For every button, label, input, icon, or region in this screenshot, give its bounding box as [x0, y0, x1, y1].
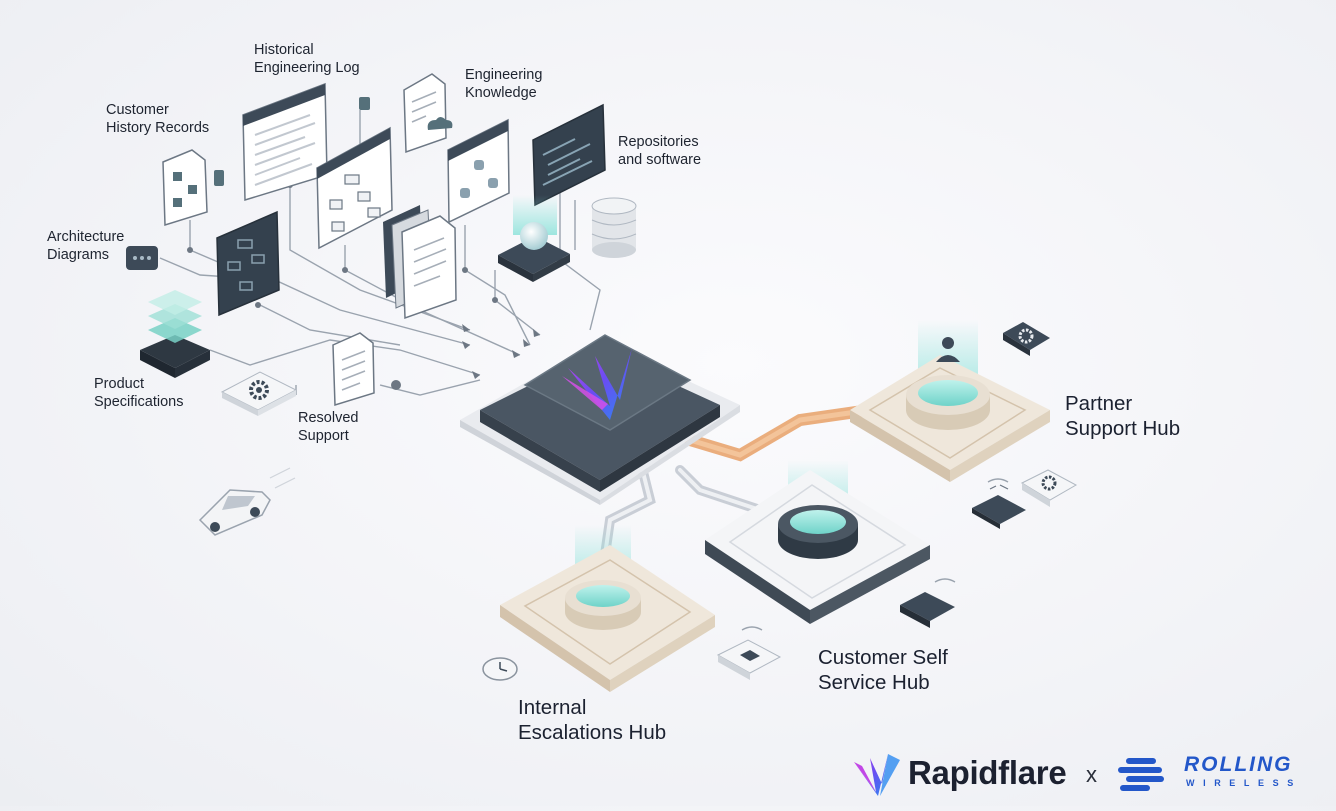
architecture-chip [126, 246, 158, 270]
partner-support-hub-platform [850, 320, 1050, 482]
rapidflare-logo-icon [854, 754, 900, 796]
settings-module [1020, 469, 1078, 507]
rolling-wireless-logo-icon [1118, 758, 1164, 791]
wifi-icon [741, 626, 763, 631]
internal-escalations-hub-platform [500, 525, 715, 692]
product-spec-layer-stack [140, 290, 210, 378]
gear-icon [1041, 475, 1057, 491]
gear-icon [249, 380, 269, 400]
database-icon [591, 197, 637, 258]
label-partner-support-hub: Partner Support Hub [1065, 392, 1181, 440]
customer-self-service-hub-platform [705, 460, 930, 624]
engineering-log-window [242, 82, 328, 202]
wireless-wordmark: WIRELESS [1186, 778, 1302, 788]
label-internal-escalations-hub: Internal Escalations Hub [518, 696, 667, 744]
wifi-icon [934, 578, 956, 583]
central-rapidflare-hub [460, 334, 740, 505]
label-customer-history-records: Customer History Records [106, 102, 210, 136]
flowchart-window [316, 126, 393, 250]
label-repositories-and-software: Repositories and software [618, 134, 702, 168]
connector-arrowheads [462, 324, 540, 379]
cloud-icon [427, 117, 453, 130]
rapidflare-wordmark: Rapidflare [908, 754, 1067, 791]
code-window [532, 103, 606, 207]
document-folder-stack [383, 205, 457, 320]
customer-history-document [162, 149, 224, 227]
rolling-wordmark: ROLLING [1184, 753, 1293, 776]
gear-icon [1018, 328, 1034, 344]
label-resolved-support: Resolved Support [298, 410, 359, 444]
label-engineering-knowledge: Engineering Knowledge [465, 67, 543, 101]
gear-tile [1003, 322, 1050, 356]
small-node [359, 97, 370, 110]
person-icon [936, 337, 960, 362]
label-product-specifications: Product Specifications [94, 376, 184, 410]
hub-links [595, 404, 876, 595]
clock-icon [482, 657, 518, 681]
tree-window [447, 118, 510, 224]
brand-separator: x [1086, 762, 1097, 787]
brand-footer: Rapidflare x ROLLING WIRELESS [850, 748, 1330, 800]
chip-box [716, 626, 782, 680]
orb-pad [498, 195, 570, 282]
wireless-module [900, 578, 956, 628]
label-historical-engineering-log: Historical Engineering Log [254, 42, 360, 76]
knowledge-cloud-document [403, 73, 453, 154]
label-customer-self-service-hub: Customer Self Service Hub [818, 646, 948, 694]
label-architecture-diagrams: Architecture Diagrams [47, 229, 125, 263]
car-icon [198, 467, 296, 536]
settings-box [220, 371, 298, 416]
wifi-icon [987, 478, 1009, 483]
resolved-support-document [332, 332, 375, 407]
architecture-window [216, 210, 280, 317]
microchip-icon [972, 478, 1026, 529]
